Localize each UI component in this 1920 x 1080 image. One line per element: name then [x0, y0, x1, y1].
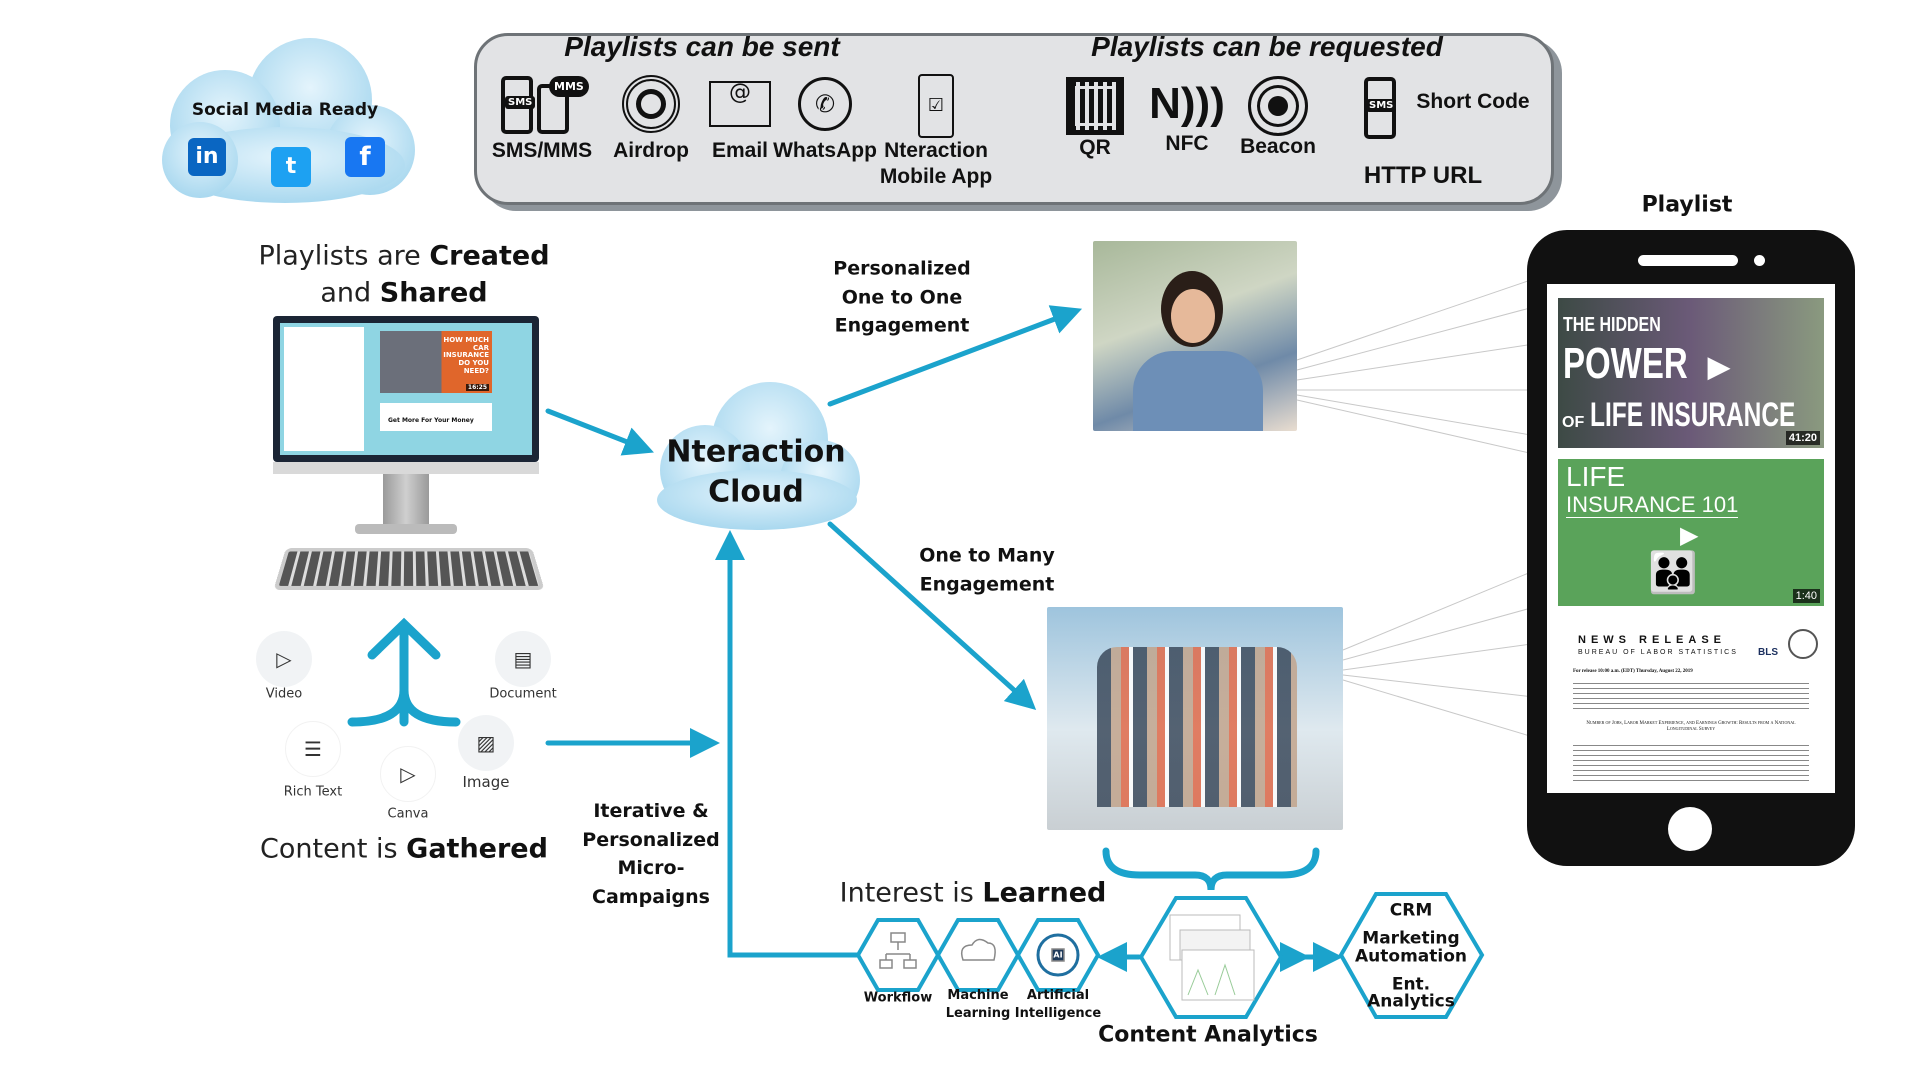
video-duration: 1:40: [1792, 589, 1820, 603]
image-icon[interactable]: ▨: [458, 715, 514, 771]
channel-mobile-app[interactable]: Mobile App: [879, 165, 993, 188]
ai-chip-icon: AI: [1053, 950, 1063, 960]
created-title-line1: Playlists are Created: [258, 240, 550, 272]
hex-integrations: [1338, 892, 1485, 1019]
channel-http-url[interactable]: HTTP URL: [1363, 162, 1483, 189]
content-merge-arrow: [347, 617, 461, 727]
social-title: Social Media Ready: [191, 100, 379, 120]
channels-panel: [474, 33, 1554, 205]
email-icon: @: [709, 81, 771, 127]
learned-title: Interest is Learned: [839, 877, 1107, 909]
editor-sidebar: [284, 327, 364, 451]
hex-machine-learning: [935, 918, 1021, 992]
sent-title: Playlists can be sent: [564, 31, 840, 62]
facebook-icon[interactable]: f: [345, 137, 385, 177]
monitor-base: [355, 524, 457, 534]
playlist-video-1[interactable]: THE HIDDEN POWER OF LIFE INSURANCE ▶ 41:…: [1558, 298, 1824, 448]
channel-sms-mms[interactable]: SMS/MMS: [491, 139, 593, 162]
arrow-cloud-to-one: [827, 305, 1083, 407]
video-icon[interactable]: ▷: [256, 631, 312, 687]
qr-icon: [1066, 77, 1124, 135]
content-analytics-title: Content Analytics: [1098, 1022, 1318, 1048]
requested-title: Playlists can be requested: [1091, 31, 1443, 62]
airdrop-icon: [622, 75, 680, 133]
channel-qr[interactable]: QR: [1079, 136, 1111, 159]
monitor: HOW MUCH CAR INSURANCE DO YOU NEED? 16:2…: [273, 316, 539, 462]
monitor-stand: [383, 474, 429, 524]
dol-seal-icon: [1788, 629, 1818, 659]
channel-email[interactable]: Email: [711, 139, 769, 162]
playlist-video-2[interactable]: LIFE INSURANCE 101 ▶ 👪 1:40: [1558, 459, 1824, 606]
channel-whatsapp[interactable]: WhatsApp: [773, 139, 877, 162]
content-canva[interactable]: Canva: [387, 806, 429, 822]
channel-nteraction[interactable]: Nteraction: [884, 139, 988, 162]
channel-short-code[interactable]: Short Code: [1416, 90, 1530, 113]
content-video[interactable]: Video: [265, 686, 303, 702]
phone-speaker: [1638, 255, 1738, 266]
play-icon[interactable]: ▶: [1708, 351, 1730, 382]
editor-headline: Get More For Your Money: [380, 403, 492, 431]
playlist-document[interactable]: NEWS RELEASE BUREAU OF LABOR STATISTICS …: [1558, 625, 1824, 790]
cloud-title-line1: Nteraction: [666, 434, 846, 470]
phone-camera: [1754, 255, 1765, 266]
editor-video-thumbnail[interactable]: HOW MUCH CAR INSURANCE DO YOU NEED? 16:2…: [380, 331, 492, 393]
bls-logo: BLS: [1758, 647, 1778, 658]
linkedin-icon[interactable]: in: [188, 138, 226, 176]
integrations-list: CRM Marketing Automation Ent. Analytics: [1355, 900, 1467, 1012]
doc-body-text: [1573, 745, 1809, 785]
arrow-monitor-to-cloud: [545, 408, 654, 456]
nteraction-app-icon: ☑: [918, 74, 954, 138]
channel-beacon[interactable]: Beacon: [1240, 135, 1316, 158]
sms-mms-icon: SMS MMS: [497, 76, 589, 136]
group-engagement-photo: [1047, 607, 1343, 830]
doc-body-text: [1573, 683, 1809, 713]
beacon-icon: [1248, 76, 1308, 136]
playlist-title: Playlist: [1641, 192, 1733, 218]
analytics-screens: [1169, 914, 1255, 1001]
nteraction-cloud-shape: [657, 382, 860, 530]
analytics-brace: [1102, 847, 1320, 891]
personal-engagement-photo: [1093, 241, 1297, 431]
feedback-loop-arrow: [715, 530, 860, 958]
gathered-title: Content is Gathered: [260, 833, 548, 865]
video-duration: 41:20: [1785, 431, 1820, 445]
canva-icon[interactable]: ▷: [380, 746, 436, 802]
nfc-icon: N))): [1149, 79, 1225, 128]
editor-video-text: HOW MUCH CAR INSURANCE DO YOU NEED?: [443, 336, 489, 375]
keyboard: [273, 548, 545, 590]
phone-home-button[interactable]: [1668, 807, 1712, 851]
created-title-line2: and Shared: [320, 277, 488, 309]
document-icon[interactable]: ▤: [495, 631, 551, 687]
hex-label-workflow: Workflow: [863, 990, 933, 1006]
hex-inner-icons: [879, 932, 1080, 977]
play-icon[interactable]: ▶: [1680, 522, 1699, 549]
cloud-title-line2: Cloud: [708, 474, 804, 510]
channel-airdrop[interactable]: Airdrop: [613, 139, 689, 162]
family-icon: 👪: [1648, 551, 1698, 595]
monitor-chin: [273, 462, 539, 474]
content-document[interactable]: Document: [489, 686, 557, 702]
editor-video-duration: 16:25: [465, 384, 489, 391]
channel-nfc[interactable]: NFC: [1165, 132, 1209, 155]
content-image[interactable]: Image: [462, 773, 510, 791]
arrow-cloud-to-many: [827, 521, 1037, 711]
rays-to-phone: [1296, 269, 1561, 746]
hex-workflow: [855, 918, 941, 992]
whatsapp-icon: ✆: [798, 77, 852, 131]
rich-text-icon[interactable]: ☰: [285, 721, 341, 777]
content-rich-text[interactable]: Rich Text: [283, 784, 343, 800]
short-code-phone-icon: SMS: [1364, 77, 1397, 139]
twitter-icon[interactable]: t: [271, 147, 311, 187]
